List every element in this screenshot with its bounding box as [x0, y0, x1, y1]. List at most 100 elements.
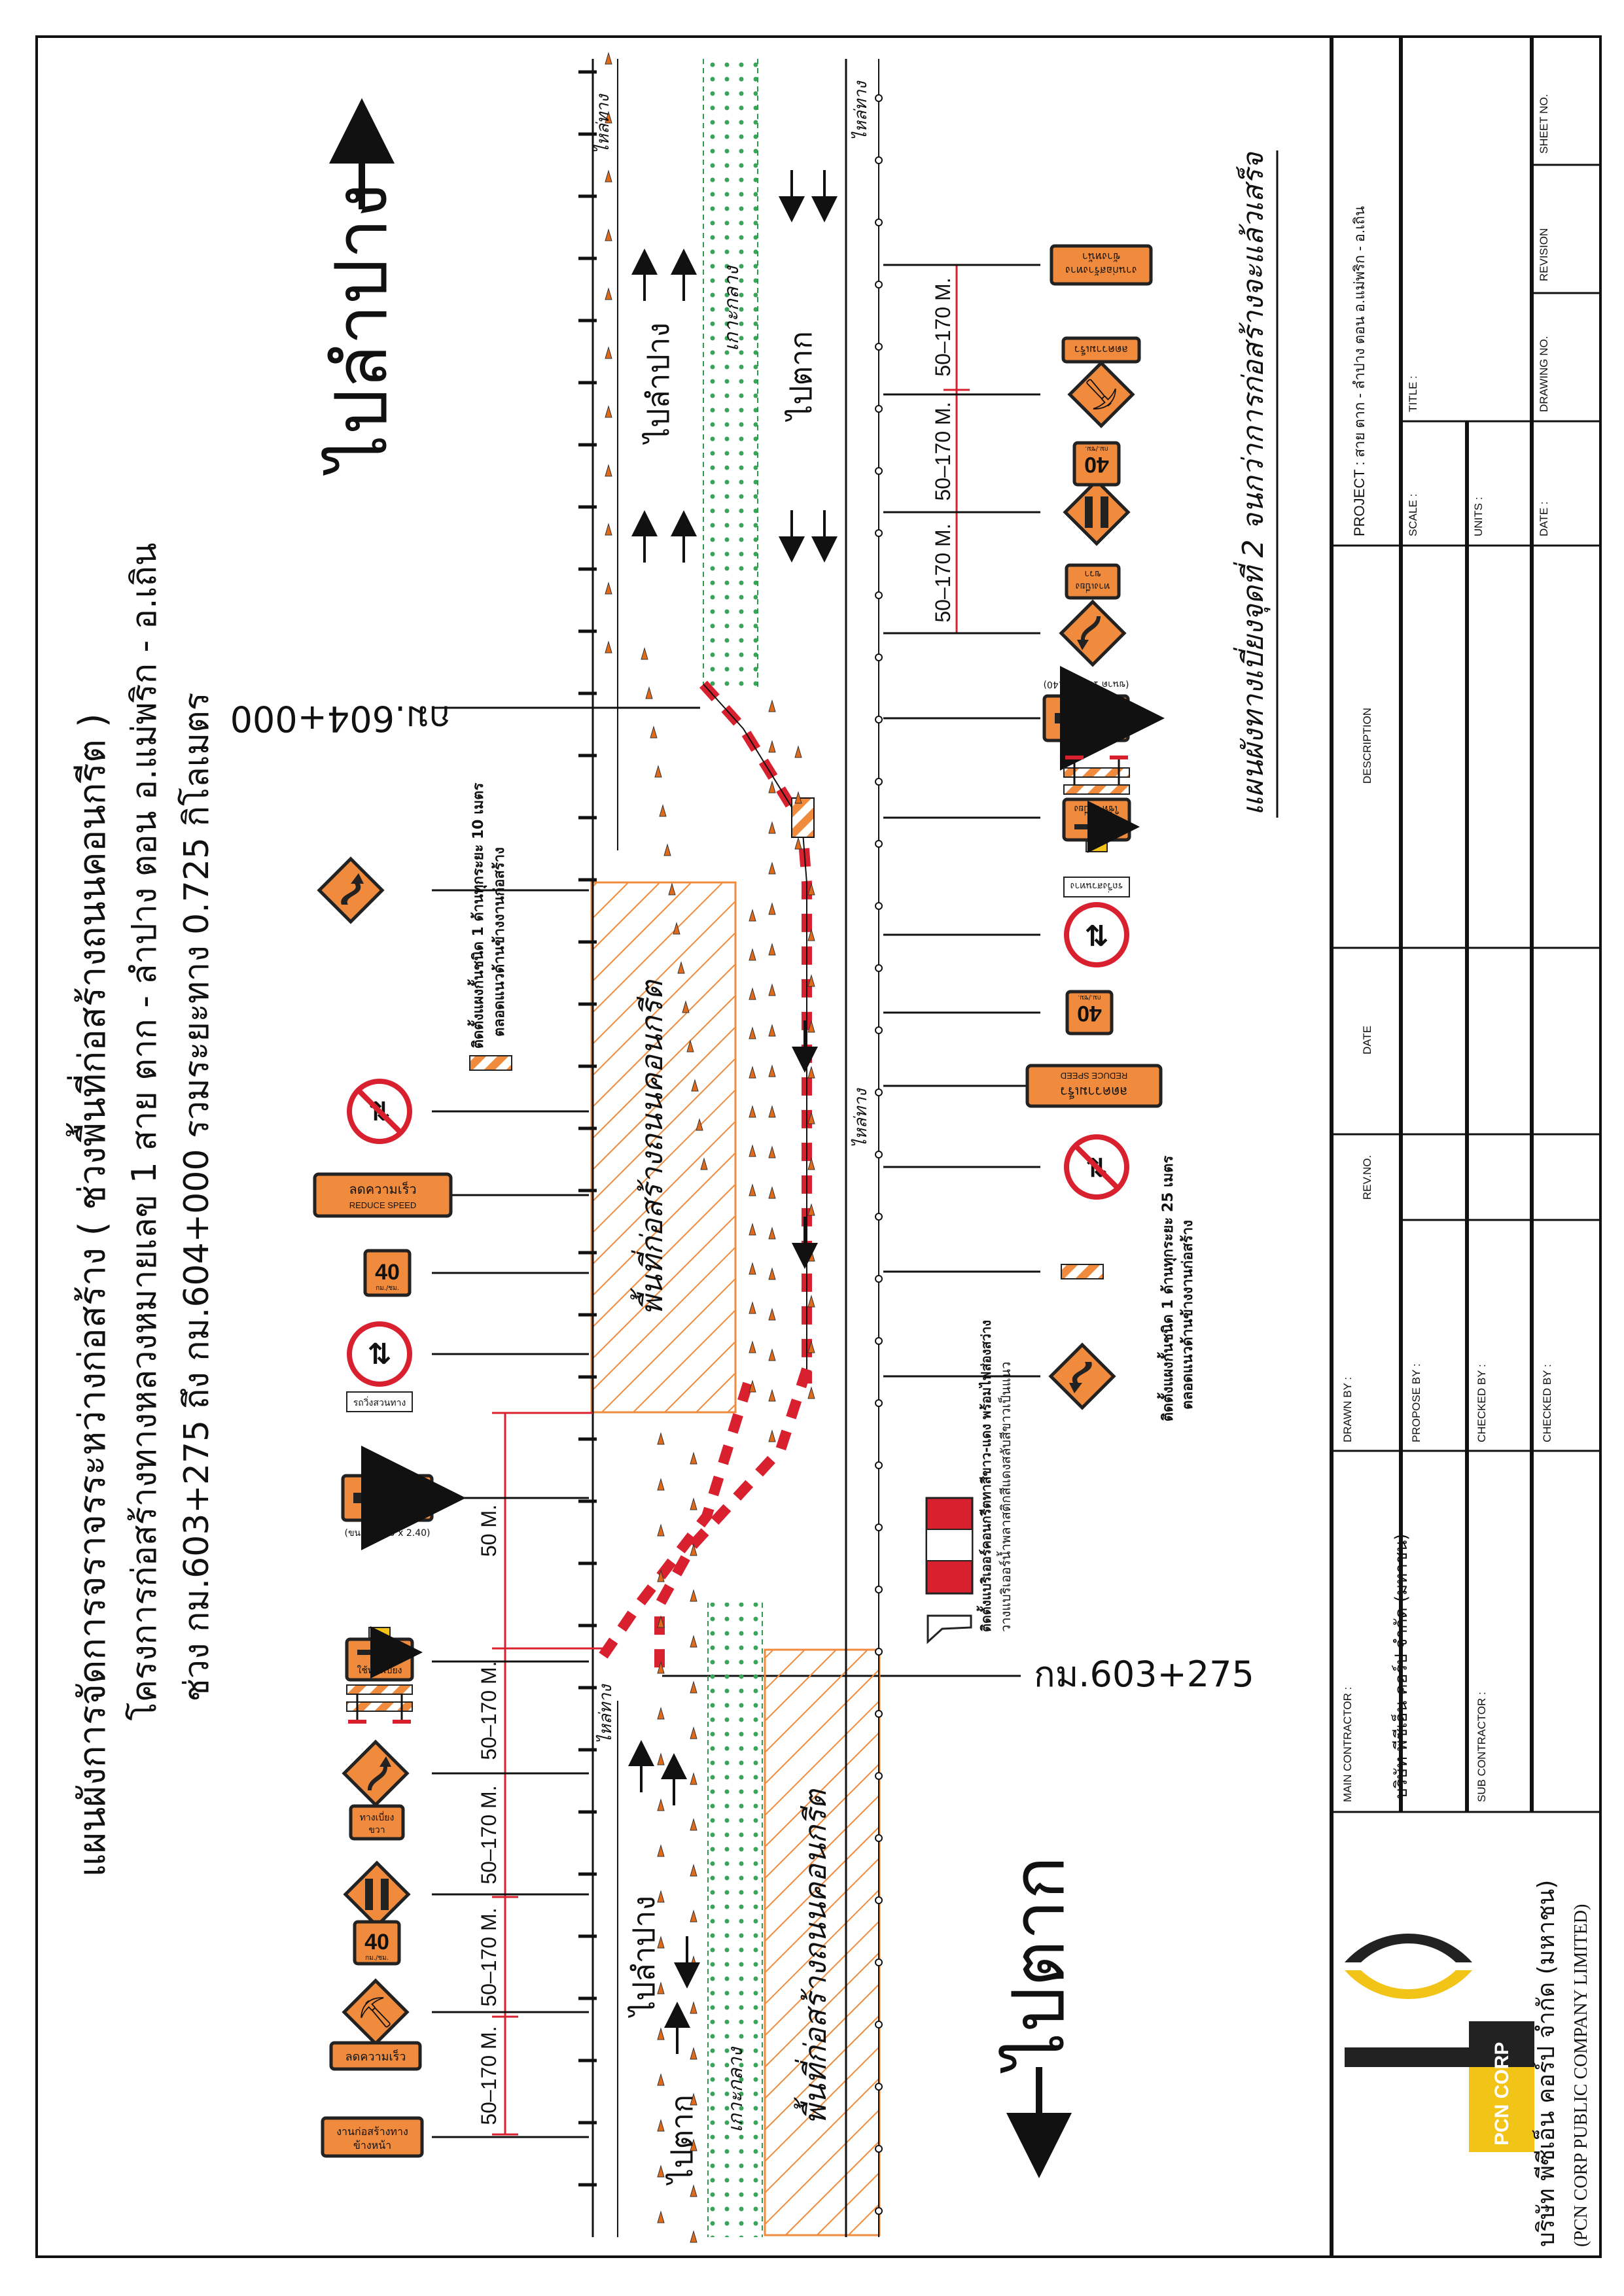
sign-text: งานก่อสร้างทาง	[336, 2125, 408, 2138]
station-603: กม.603+275	[662, 1654, 1254, 1695]
sign-text: รถวิ่งสวนทาง	[1070, 880, 1123, 892]
traffic-cone-icon	[807, 1157, 815, 1170]
traffic-cone-icon	[690, 1635, 697, 1648]
traffic-cone-icon	[768, 1105, 776, 1118]
title-line-2: โครงการก่อสร้างทางหลวงหมายเลข 1 สาย ตาก …	[125, 543, 164, 1721]
traffic-cone-icon	[690, 2138, 697, 2151]
traffic-cone-icon	[807, 1111, 815, 1124]
worker-icon: ⛏	[1082, 377, 1120, 412]
company-name-thai: บริษัท พีซีเอ็น คอร์ป จำกัด (มหาชน)	[1531, 1880, 1560, 2247]
guide-post-icon	[875, 1834, 883, 1842]
plan-caption-text: แผนผังทางเบี่ยงจุดที่ 2 จนกว่าการก่อสร้า…	[1233, 151, 1271, 816]
traffic-cone-icon	[768, 1186, 776, 1199]
traffic-cone-icon	[768, 1429, 776, 1442]
guide-post-icon	[875, 1710, 883, 1718]
traffic-cone-icon	[690, 1955, 697, 1968]
traffic-cone-icon	[690, 2047, 697, 2060]
lane-label-lampang: ไปลำปาง	[626, 1896, 662, 2019]
curve-arrow-icon	[1077, 616, 1101, 650]
sign-text: REDUCE SPEED	[349, 1200, 417, 1210]
traffic-cone-icon	[690, 1680, 697, 1694]
logo-text: PCN CORP	[1491, 2042, 1513, 2146]
sign-text: ทางเบี่ยง	[1076, 581, 1110, 593]
median-label-lower: เกาะกลาง	[724, 2046, 747, 2132]
guide-post-icon	[875, 840, 883, 848]
checked-by-label: CHECKED BY :	[1541, 1364, 1553, 1442]
traffic-cone-icon	[605, 111, 612, 124]
guide-post-icon	[875, 778, 883, 786]
traffic-cone-icon	[668, 882, 676, 896]
revision-label: REVISION	[1538, 228, 1550, 281]
sign-use-detour-barricade: ใช้ทางเบี่ยง	[1062, 756, 1140, 853]
traffic-cone-icon	[657, 1478, 665, 1491]
traffic-cone-icon	[605, 405, 612, 418]
note-text: ติดตั้งแผงกั้นชนิด 1 ด้านทุกระยะ 10 เมตร	[467, 783, 487, 1049]
sign-text: กม./ชม.	[365, 1955, 389, 1962]
traffic-cone-icon	[768, 821, 776, 834]
checked-by-label: CHECKED BY :	[1475, 1364, 1488, 1442]
median-lower	[708, 1603, 762, 2237]
guide-post-icon	[875, 1461, 883, 1469]
lane-reduction-icon	[1101, 496, 1108, 528]
traffic-cone-icon	[749, 1340, 756, 1353]
traffic-cone-icon	[768, 1145, 776, 1158]
traffic-cone-icon	[641, 647, 648, 660]
guide-post-icon	[875, 1275, 883, 1283]
guide-post-icon	[875, 405, 883, 413]
dimension-left: 50 M. 50–170 M. 50–170 M. 50–170 M. 50–1…	[477, 1412, 609, 2136]
traffic-cone-icon	[768, 699, 776, 712]
traffic-cone-icon	[605, 52, 612, 65]
sign-text: ขวา	[368, 1825, 385, 1835]
traffic-cone-icon	[657, 1523, 665, 1537]
traffic-cone-icon	[690, 1452, 697, 1465]
traffic-cone-icon	[657, 1707, 665, 1720]
dimension-label: 50–170 M.	[931, 523, 955, 622]
direction-lampang: ไปลำปาง	[319, 98, 403, 476]
main-contractor-label: MAIN CONTRACTOR :	[1341, 1687, 1354, 1802]
traffic-cone-icon	[768, 1308, 776, 1321]
sign-caption: (ขนาด 1.20 x 2.40)	[1044, 679, 1129, 689]
sign-slow-down: ลดความเร็ว	[329, 2041, 422, 2071]
shoulder-label: ไหล่ทาง	[593, 93, 613, 154]
traffic-cone-icon	[690, 1772, 697, 1785]
note-text: วางแบริเออร์น้ำพลาสติกสีแดงสลับสีขาวเป็น…	[997, 1362, 1014, 1632]
guide-post-icon	[875, 1958, 883, 1966]
dimension-label: 50–170 M.	[931, 402, 955, 500]
traffic-cone-icon	[749, 1144, 756, 1157]
traffic-cone-icon	[657, 2027, 665, 2040]
sheet-no-label: SHEET NO.	[1538, 94, 1550, 154]
traffic-cone-icon	[645, 686, 653, 699]
winding-road-icon	[341, 873, 364, 905]
traffic-cone-icon	[807, 1386, 815, 1399]
concrete-barrier-icon	[927, 1614, 972, 1644]
guide-post-icon	[875, 281, 883, 288]
traffic-cone-icon	[663, 843, 671, 856]
shoulder-label: ไหล่ทาง	[851, 1087, 871, 1148]
dimension-label: 50–170 M.	[931, 277, 955, 376]
traffic-cone-icon	[768, 983, 776, 996]
guide-post-icon	[875, 1399, 883, 1407]
traffic-cone-icon	[749, 1066, 756, 1079]
sign-reduce-speed: ลดความเร็ว REDUCE SPEED	[1025, 1064, 1163, 1108]
sign-text: ใช้ทางเบี่ยง	[1074, 803, 1120, 815]
traffic-cone-icon	[807, 928, 815, 941]
guide-post-icon	[875, 902, 883, 910]
traffic-cone-icon	[690, 1818, 697, 1831]
barrier-legend: ติดตั้งแบริเออร์คอนกรีตทาสีขาว-แดง พร้อม…	[925, 1320, 1014, 1644]
guide-post-icon	[875, 1586, 883, 1593]
sign-curve-right	[342, 1739, 410, 1807]
traffic-cone-icon	[657, 1981, 665, 1994]
sign-text: 40	[375, 1260, 400, 1285]
guide-post-icon	[875, 1772, 883, 1780]
curve-arrow-icon	[368, 1756, 391, 1790]
sign-speed-40: 40 กม./ชม.	[363, 1249, 412, 1297]
construction-area-label-lower: พื้นที่ก่อสร้างถนนคอนกรีต	[794, 1788, 833, 2125]
title-line-3: ช่วง กม.603+275 ถึง กม.604+000 รวมระยะทา…	[177, 692, 217, 1701]
guide-post-icon	[875, 94, 883, 102]
guide-post-icon	[875, 343, 883, 351]
sign-text: ขวา	[1084, 568, 1101, 579]
worker-icon: ⛏	[357, 1994, 395, 2030]
sign-speed-40: 40 กม./ชม.	[1065, 990, 1114, 1035]
sign-text: 40	[1084, 452, 1109, 477]
traffic-cone-icon	[605, 640, 612, 653]
